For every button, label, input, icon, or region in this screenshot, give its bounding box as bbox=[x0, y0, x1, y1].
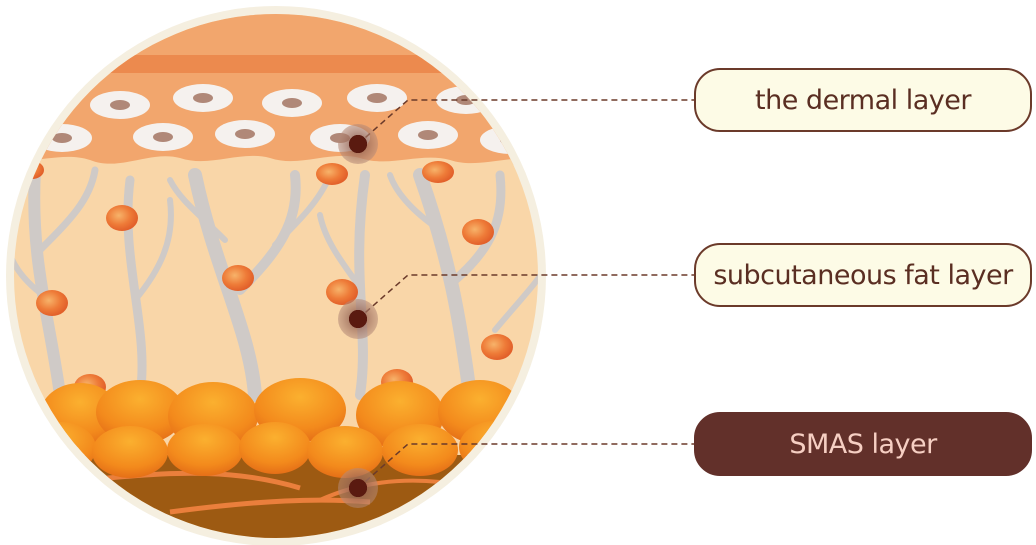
marker-fat bbox=[338, 299, 378, 339]
fat-cell bbox=[222, 265, 254, 291]
vessel bbox=[317, 212, 365, 293]
fat-lobule bbox=[239, 422, 311, 474]
fat-lobule bbox=[382, 424, 458, 476]
dermal-cell bbox=[173, 84, 233, 112]
dermal-stripe bbox=[14, 55, 538, 73]
leader-line-fat bbox=[357, 274, 694, 320]
fat-cell bbox=[326, 279, 358, 305]
vessel bbox=[167, 177, 228, 243]
fat-lobule bbox=[167, 424, 243, 476]
leader-line-dermal bbox=[357, 99, 694, 145]
skin-cross-section bbox=[14, 14, 538, 538]
label-subcutaneous-fat-layer: subcutaneous fat layer bbox=[694, 243, 1032, 307]
fat-cell bbox=[481, 334, 513, 360]
dermal-cell bbox=[262, 89, 322, 117]
label-dermal-layer-text: the dermal layer bbox=[755, 84, 971, 116]
marker-dermal bbox=[338, 124, 378, 164]
fat-lobule bbox=[307, 426, 383, 478]
dermal-cell bbox=[90, 91, 150, 119]
leader-lines bbox=[357, 99, 694, 489]
vessel bbox=[492, 257, 538, 333]
vessel bbox=[188, 168, 262, 402]
vessel bbox=[132, 197, 174, 303]
dermal-cell bbox=[347, 84, 407, 112]
marker-smas bbox=[338, 468, 378, 508]
fat-cell bbox=[316, 163, 348, 185]
vessel bbox=[413, 168, 477, 402]
vessel bbox=[387, 172, 443, 233]
label-dermal-layer: the dermal layer bbox=[694, 68, 1032, 132]
fat-cell bbox=[422, 161, 454, 183]
fat-cell bbox=[36, 290, 68, 316]
fat-cell bbox=[106, 205, 138, 231]
smas-fiber bbox=[319, 478, 441, 502]
dermal-cell bbox=[215, 120, 275, 148]
fat-lobule bbox=[92, 426, 168, 478]
label-subcutaneous-fat-layer-text: subcutaneous fat layer bbox=[713, 259, 1013, 291]
leader-line-smas bbox=[357, 443, 694, 489]
label-smas-layer-text: SMAS layer bbox=[789, 428, 937, 460]
vessel bbox=[36, 166, 99, 254]
dermal-cell bbox=[133, 123, 193, 151]
label-smas-layer: SMAS layer bbox=[694, 412, 1032, 476]
vessel bbox=[28, 164, 66, 401]
fat-cell bbox=[462, 219, 494, 245]
dermal-cell bbox=[398, 121, 458, 149]
